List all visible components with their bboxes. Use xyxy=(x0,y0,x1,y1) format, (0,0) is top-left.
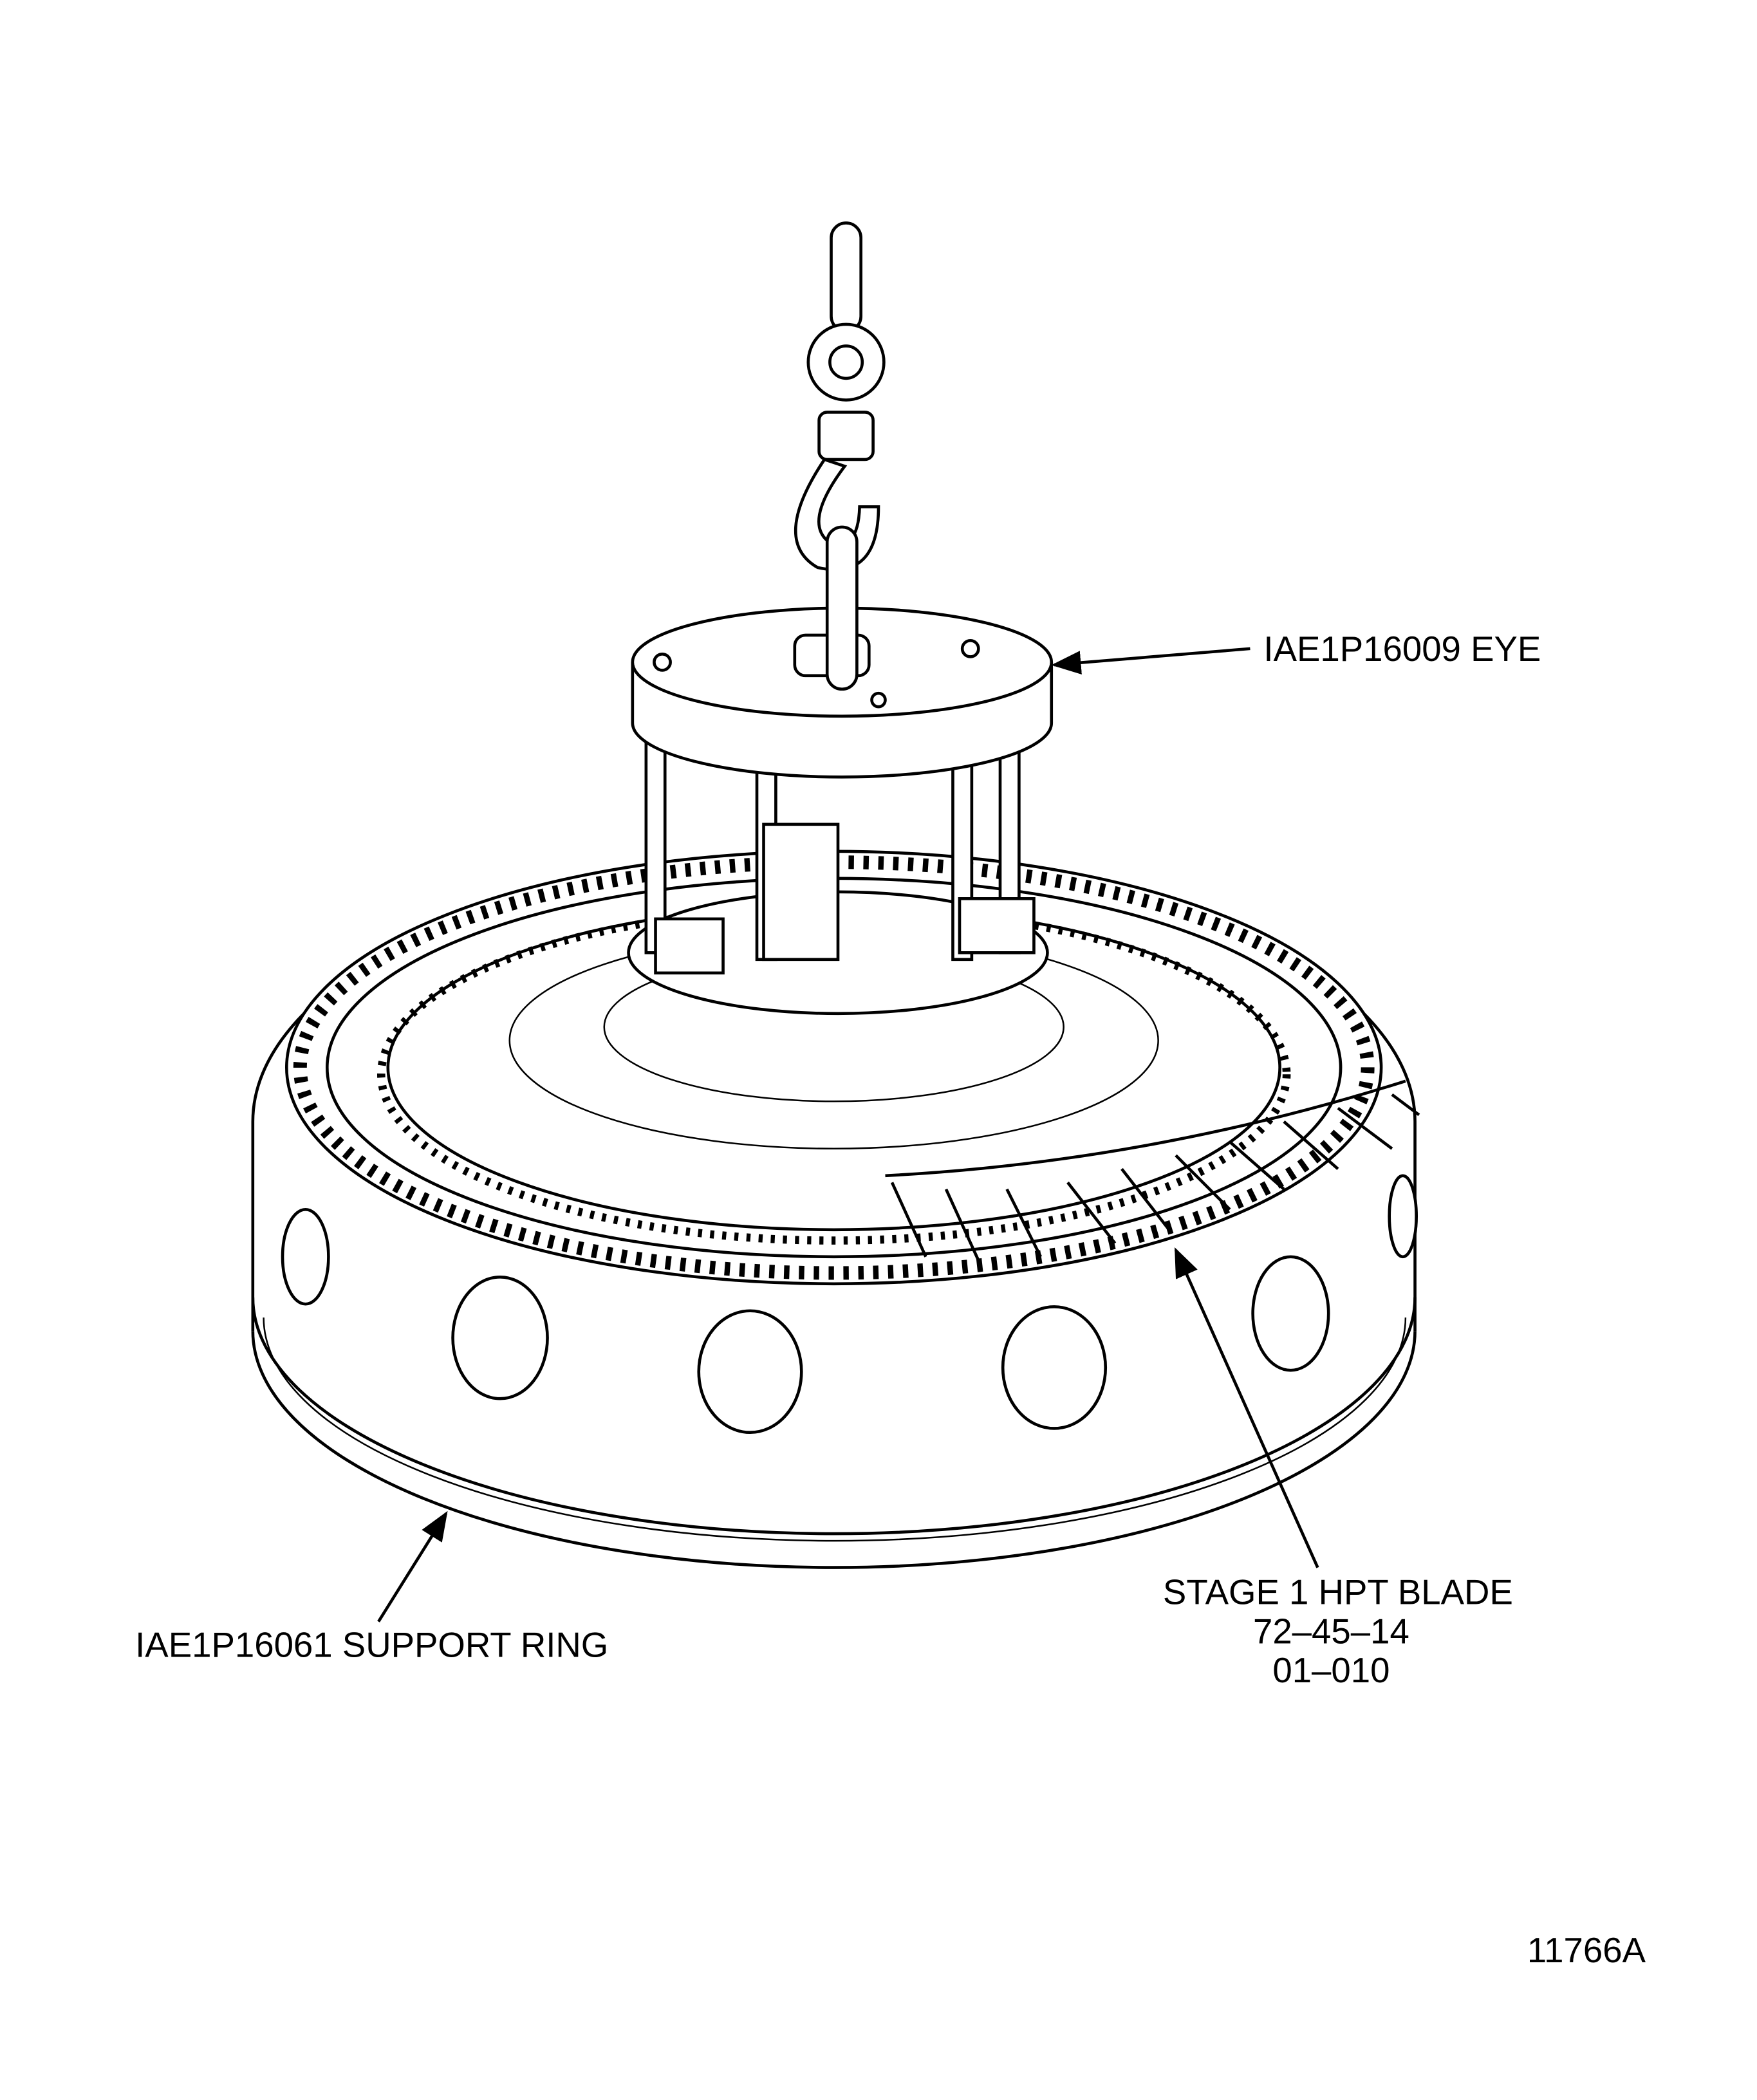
chain-hook xyxy=(794,221,886,691)
blade-callout-line3: 01–010 xyxy=(1272,1651,1390,1690)
blade-callout-line2: 72–45–14 xyxy=(1253,1612,1409,1651)
support-ring xyxy=(251,850,1420,1570)
eye-callout: IAE1P16009 EYE xyxy=(1263,629,1541,669)
figure-id: 11766A xyxy=(1527,1931,1646,1970)
lifting-eye-fixture xyxy=(627,606,1054,1016)
support-ring-callout: IAE1P16061 SUPPORT RING xyxy=(135,1625,608,1664)
blade-callout-line1: STAGE 1 HPT BLADE xyxy=(1163,1572,1513,1612)
